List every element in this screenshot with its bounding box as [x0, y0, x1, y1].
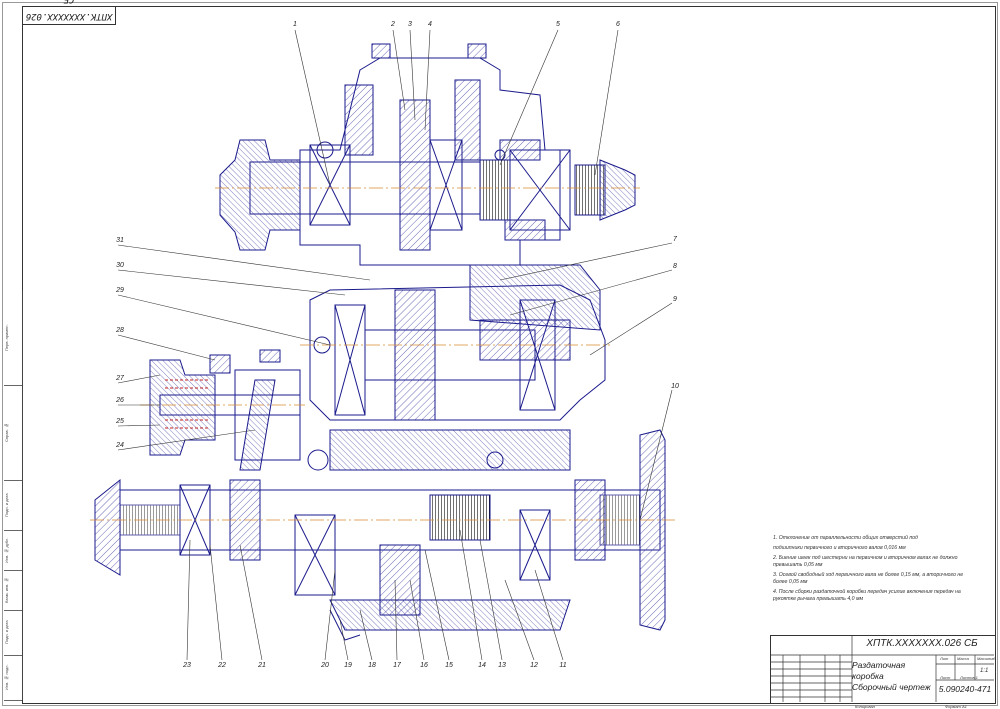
- sheet-label: Лист: [940, 675, 951, 680]
- callout-3: 3: [408, 21, 412, 28]
- callout-24: 24: [116, 442, 124, 449]
- left-side-strip: Перв. примен. Справ. № Подп. и дата Инв.…: [4, 290, 23, 701]
- leader-lines: [117, 29, 673, 661]
- callout-1: 1: [293, 21, 297, 28]
- document-code: ХПТК.XXXXXXX.026 СБ: [866, 638, 978, 649]
- callout-13: 13: [498, 662, 506, 669]
- callout-15: 15: [445, 662, 453, 669]
- callout-10: 10: [671, 383, 679, 390]
- callout-12: 12: [530, 662, 538, 669]
- callout-29: 29: [116, 287, 124, 294]
- mass-label: Масса: [957, 656, 969, 661]
- callout-22: 22: [218, 662, 226, 669]
- callout-5: 5: [556, 21, 560, 28]
- middle-housing: [309, 264, 606, 421]
- callout-31: 31: [116, 237, 124, 244]
- callout-23: 23: [183, 662, 191, 669]
- doc-number: 5.090240-471: [938, 684, 992, 694]
- callout-8: 8: [673, 263, 677, 270]
- shift-mechanism: [149, 349, 301, 471]
- callout-19: 19: [344, 662, 352, 669]
- technical-notes: 1. Отклонение от параллельности общих от…: [773, 535, 973, 606]
- title-block: [770, 635, 996, 704]
- scale-value: 1:1: [980, 668, 989, 674]
- axis-lines: [90, 187, 675, 521]
- drawing-title-line1: Раздаточная коробка: [852, 660, 906, 681]
- scale-label: Масштаб: [977, 656, 996, 661]
- note-line: 2. Биение шеек под шестерни на первичном…: [773, 555, 958, 568]
- note-line: 3. Осевой свободный ход первичного вала …: [773, 572, 964, 585]
- callout-28: 28: [116, 327, 124, 334]
- callout-25: 25: [116, 418, 124, 425]
- title-block-grid: [770, 635, 994, 702]
- callout-16: 16: [420, 662, 428, 669]
- drawing-title: Раздаточная коробка Сборочный чертеж: [852, 660, 936, 693]
- callout-18: 18: [368, 662, 376, 669]
- lit-label: Лит: [940, 656, 949, 661]
- callout-20: 20: [321, 662, 329, 669]
- callout-2: 2: [391, 21, 395, 28]
- callout-27: 27: [116, 375, 124, 382]
- note-line: 1. Отклонение от параллельности общих от…: [773, 535, 918, 541]
- callout-9: 9: [673, 296, 677, 303]
- input-shaft: [219, 139, 636, 251]
- sheets-label: Листов 1: [960, 675, 978, 680]
- drawing-title-line2: Сборочный чертеж: [852, 682, 931, 692]
- format-label: Формат А1: [945, 704, 967, 709]
- callout-11: 11: [559, 662, 567, 669]
- callout-17: 17: [393, 662, 401, 669]
- callout-7: 7: [673, 236, 677, 243]
- callout-14: 14: [478, 662, 486, 669]
- callout-26: 26: [116, 397, 124, 404]
- callout-4: 4: [428, 21, 432, 28]
- copied-label: Копировал: [855, 704, 875, 709]
- note-line: подшипники первичного и вторичного валов…: [773, 545, 906, 551]
- output-shaft: [94, 429, 666, 641]
- callout-30: 30: [116, 262, 124, 269]
- callout-6: 6: [616, 21, 620, 28]
- callout-21: 21: [258, 662, 266, 669]
- note-line: 4. После сборки раздаточной коробки пере…: [773, 589, 961, 602]
